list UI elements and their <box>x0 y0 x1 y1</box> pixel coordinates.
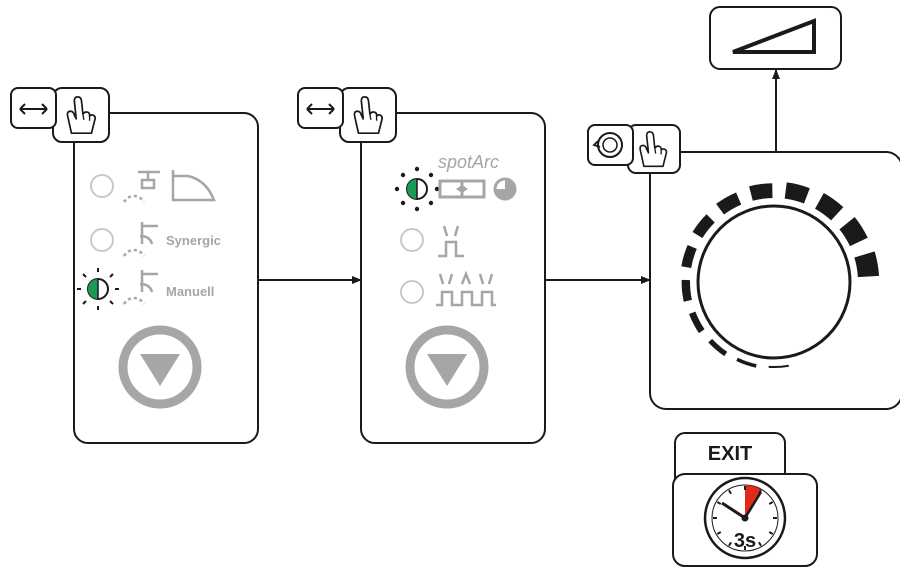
knob-scale-segment <box>749 183 773 201</box>
knob-scale-segment <box>689 311 705 334</box>
exit-timer: EXIT 3s <box>672 432 818 567</box>
led-blinking-green-icon <box>394 166 440 212</box>
knob-scale-segment <box>854 251 880 278</box>
dial-tick <box>716 531 722 535</box>
rotary-knob-icon[interactable] <box>696 204 852 360</box>
timer-value: 3s <box>734 530 756 552</box>
knob-scale-segment <box>839 217 868 247</box>
stopwatch-icon: 3s <box>703 476 787 560</box>
knob-scale-segment <box>681 244 697 268</box>
mode-panel-2: spotArc <box>297 87 546 444</box>
dial-tick <box>728 489 732 495</box>
manuell-label: Manuell <box>166 284 214 299</box>
dial-tick <box>768 531 774 535</box>
knob-scale-segment <box>708 338 728 357</box>
dial-tick <box>768 501 774 505</box>
torch-gas-curve-icon <box>122 170 216 203</box>
double-arrow-hand-icon[interactable] <box>10 87 110 143</box>
panel-2-option-2[interactable] <box>400 225 464 258</box>
knob-scale-segment <box>716 192 742 215</box>
pulse-multi-icon <box>436 270 496 307</box>
panel-2-option-1[interactable] <box>394 166 517 212</box>
triangle-down-button-icon[interactable] <box>405 325 489 409</box>
panel-1-option-2[interactable]: Synergic <box>90 222 221 257</box>
led-off-icon <box>400 228 424 252</box>
double-arrow-hand-icon[interactable] <box>297 87 397 143</box>
knob-scale-segment <box>784 182 810 204</box>
dial-tick <box>758 541 762 547</box>
led-blinking-green-icon <box>77 268 119 310</box>
torch-synergic-icon <box>122 222 158 257</box>
spotarc-title: spotArc <box>438 152 499 172</box>
panel-1-option-3[interactable]: Manuell <box>77 268 214 310</box>
triangle-down-button-icon[interactable] <box>118 325 202 409</box>
panel-1-option-1[interactable] <box>90 170 216 203</box>
ramp-triangle-icon <box>709 6 842 70</box>
dial-tick <box>728 541 732 547</box>
torch-manual-icon <box>122 270 158 305</box>
knob-panel <box>587 124 900 410</box>
spot-timer-icon <box>438 177 517 201</box>
dial-tick <box>716 501 722 505</box>
knob-scale-segment <box>768 364 789 368</box>
knob-scale <box>681 182 880 368</box>
exit-label: EXIT <box>708 443 752 465</box>
led-off-icon <box>90 228 114 252</box>
pulse-single-icon <box>438 225 464 258</box>
knob-scale-segment <box>815 192 844 221</box>
knob-scale-segment <box>681 279 692 302</box>
rotate-hand-icon[interactable] <box>587 124 681 174</box>
panel-2-option-3[interactable] <box>400 270 496 307</box>
led-off-icon <box>400 280 424 304</box>
knob-scale-segment <box>692 214 715 239</box>
led-off-icon <box>90 174 114 198</box>
knob-scale-segment <box>736 357 757 368</box>
mode-panel-1: Synergic Manuell <box>10 87 259 444</box>
synergic-label: Synergic <box>166 233 221 248</box>
